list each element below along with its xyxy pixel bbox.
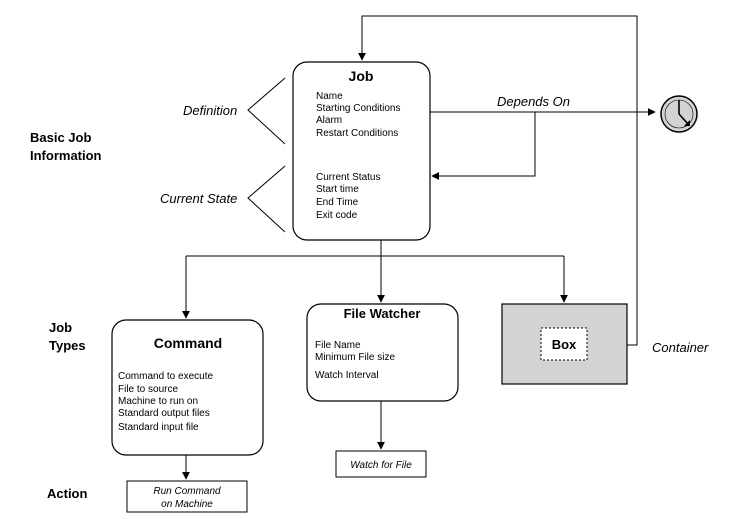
depends-on-label: Depends On [497, 94, 570, 109]
current-state-bracket [247, 165, 286, 233]
run-command-action-box [126, 480, 248, 513]
basic-job-information-label-line1: Basic Job [30, 130, 91, 145]
container-loop-arrow [358, 15, 638, 346]
watch-for-file-action-box [335, 450, 427, 478]
file-watcher-item: Minimum File size [315, 352, 395, 363]
box-inner [540, 327, 588, 361]
command-item: File to source [118, 384, 178, 395]
run-command-action-line1: Run Command [153, 486, 221, 497]
job-state-item: Exit code [316, 210, 358, 221]
command-item: Machine to run on [118, 396, 198, 407]
depends-on-return-arrow [431, 112, 536, 180]
command-item: Standard input file [118, 422, 199, 433]
job-definition-item: Alarm [316, 115, 342, 126]
job-state-item: End Time [316, 197, 359, 208]
job-definition-item: Restart Conditions [316, 128, 398, 139]
definition-bracket [247, 77, 286, 145]
job-state-item: Start time [316, 184, 359, 195]
current-state-label: Current State [160, 191, 237, 206]
command-item: Standard output files [118, 408, 210, 419]
run-command-action-line2: on Machine [161, 499, 213, 510]
command-item: Command to execute [118, 371, 213, 382]
file-watcher-box [306, 303, 459, 402]
job-types-label-line1: Job [49, 320, 72, 335]
command-box [111, 319, 264, 456]
job-state-item: Current Status [316, 172, 380, 183]
job-box [292, 61, 431, 241]
job-definition-item: Name [316, 91, 343, 102]
basic-job-information-label-line2: Information [30, 148, 102, 163]
file-watcher-box-title: File Watcher [344, 306, 421, 321]
job-definition-item: Starting Conditions [316, 103, 401, 114]
job-box-title: Job [349, 68, 374, 84]
command-box-title: Command [154, 335, 222, 351]
file-watcher-item: File Name [315, 340, 361, 351]
definition-label: Definition [183, 103, 237, 118]
container-label: Container [652, 340, 709, 355]
action-label: Action [47, 486, 88, 501]
watch-for-file-action-label: Watch for File [350, 460, 412, 471]
file-watcher-item: Watch Interval [315, 370, 379, 381]
job-types-label-line2: Types [49, 338, 86, 353]
clock-icon [660, 95, 698, 133]
box-label: Box [552, 337, 577, 352]
